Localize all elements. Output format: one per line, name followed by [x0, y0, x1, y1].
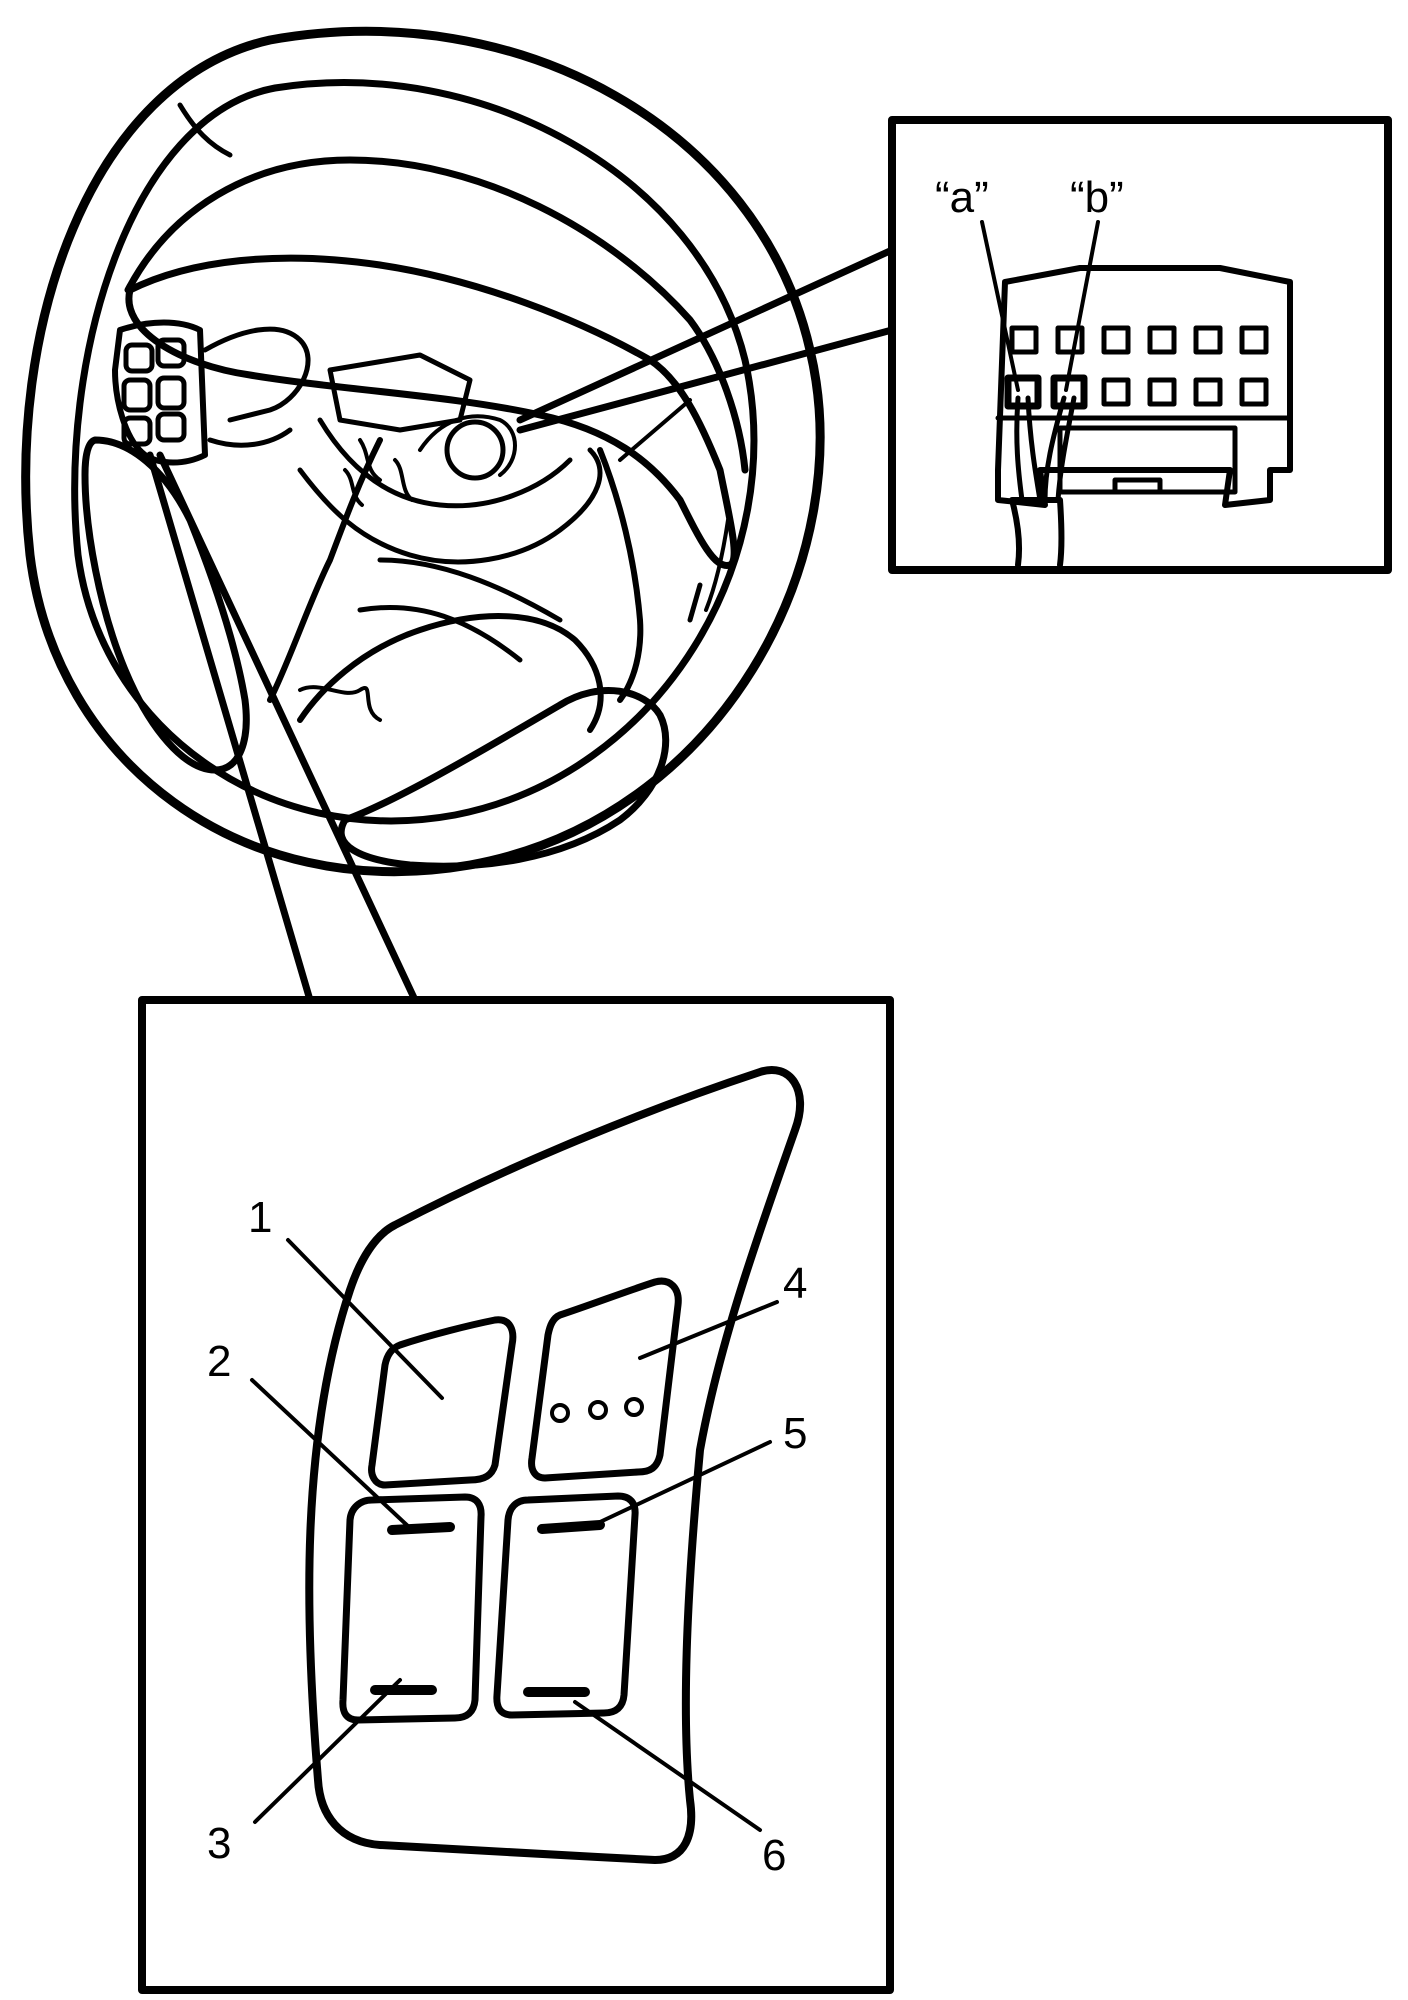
callout-label-5: 5 [783, 1409, 807, 1458]
leader-3 [253, 1678, 402, 1824]
wheel-upper-rim-edge [124, 156, 749, 474]
hub-crumple-1 [343, 438, 414, 507]
terminal-wire-b [1042, 395, 1067, 503]
terminal-wire-a-2 [1025, 395, 1043, 503]
hub-wiring-3 [418, 414, 517, 477]
connector-detail-frame [888, 116, 1392, 574]
callout-label-b: “b” [1070, 173, 1124, 222]
leader-2 [250, 1378, 412, 1530]
terminal-cavity [1055, 325, 1085, 355]
connector-leader-bottom [516, 326, 896, 434]
wheel-hub-outline [297, 613, 604, 733]
leader-6 [573, 1700, 762, 1832]
cluster-button-e [121, 415, 153, 447]
callout-leader-b [1064, 220, 1100, 392]
callout-label-4: 4 [783, 1259, 807, 1308]
switch-leader-right [156, 451, 419, 1004]
connector-leader-top [516, 246, 896, 424]
terminal-cavity [1239, 325, 1269, 355]
wheel-rim-inner [71, 79, 758, 825]
terminal-cavity [1101, 325, 1131, 355]
terminal-cavity [1147, 377, 1177, 407]
hub-right-edge [597, 447, 644, 703]
callout-label-6: 6 [762, 1831, 786, 1880]
switch-leader-left [146, 451, 314, 1004]
hub-wiring-2 [317, 417, 573, 509]
leader-1 [286, 1238, 444, 1400]
button-2-bar [387, 1522, 455, 1535]
hub-wiring [297, 447, 603, 565]
callout-label-2: 2 [207, 1337, 231, 1386]
switch-detail: 1 2 3 4 5 6 [138, 451, 894, 1994]
cluster-harness [202, 326, 311, 423]
leader-4 [638, 1300, 779, 1360]
switch-housing [305, 1066, 804, 1864]
button-5-bar [537, 1520, 605, 1534]
rim-seam-top [177, 102, 233, 158]
connector-detail: “a” “b” [516, 116, 1392, 574]
wheel-left-opening [81, 436, 250, 774]
hub-inner-curve-2 [377, 557, 563, 623]
hub-crumple-2 [298, 685, 382, 722]
terminal-cavity [1101, 377, 1131, 407]
connector-housing [995, 265, 1293, 508]
terminal-cavity [1239, 377, 1269, 407]
harness-sheath [1009, 497, 1065, 568]
steering-wheel [21, 26, 825, 877]
hub-bracket [327, 352, 473, 433]
switch-button-1 [368, 1316, 517, 1489]
wheel-bottom-opening [337, 687, 670, 870]
switch-detail-frame [138, 996, 894, 1994]
wheel-rim-outer [21, 26, 825, 877]
wheel-upper-opening [125, 254, 738, 569]
hub-spoke-line [618, 398, 692, 462]
cluster-housing [112, 319, 208, 466]
terminal-cavity [1193, 325, 1223, 355]
terminal-cavity [1147, 325, 1177, 355]
hub-inner-curve-1 [357, 605, 523, 663]
rim-seam-right [687, 582, 703, 623]
terminal-cavity-a [1004, 374, 1042, 410]
terminal-wire-a [1014, 395, 1025, 503]
button-4-dot [624, 1397, 644, 1417]
callout-leader-a [980, 220, 1020, 392]
terminal-cavity [1193, 377, 1223, 407]
cluster-button-f [155, 411, 187, 443]
switch-button-2-3 [339, 1493, 485, 1724]
wheel-switch-cluster [112, 319, 311, 466]
hub-connector-round [444, 419, 506, 481]
callout-label-3: 3 [207, 1819, 231, 1868]
switch-button-4 [528, 1277, 682, 1482]
terminal-cavity [1009, 325, 1039, 355]
cluster-button-b [155, 337, 187, 369]
cluster-button-c [121, 377, 153, 413]
cluster-button-d [155, 375, 187, 411]
callout-label-a: “a” [935, 173, 989, 222]
terminal-wire-b-2 [1055, 395, 1077, 503]
hub-left-edge [267, 437, 383, 703]
button-4-dot [550, 1403, 570, 1423]
callout-label-1: 1 [248, 1193, 272, 1242]
connector-latch-notch [1112, 477, 1163, 495]
cluster-harness-2 [207, 427, 293, 448]
rim-seam-right-2 [704, 518, 730, 612]
cluster-button-a [123, 342, 155, 374]
leader-5 [598, 1440, 772, 1524]
button-4-dot [588, 1400, 608, 1420]
